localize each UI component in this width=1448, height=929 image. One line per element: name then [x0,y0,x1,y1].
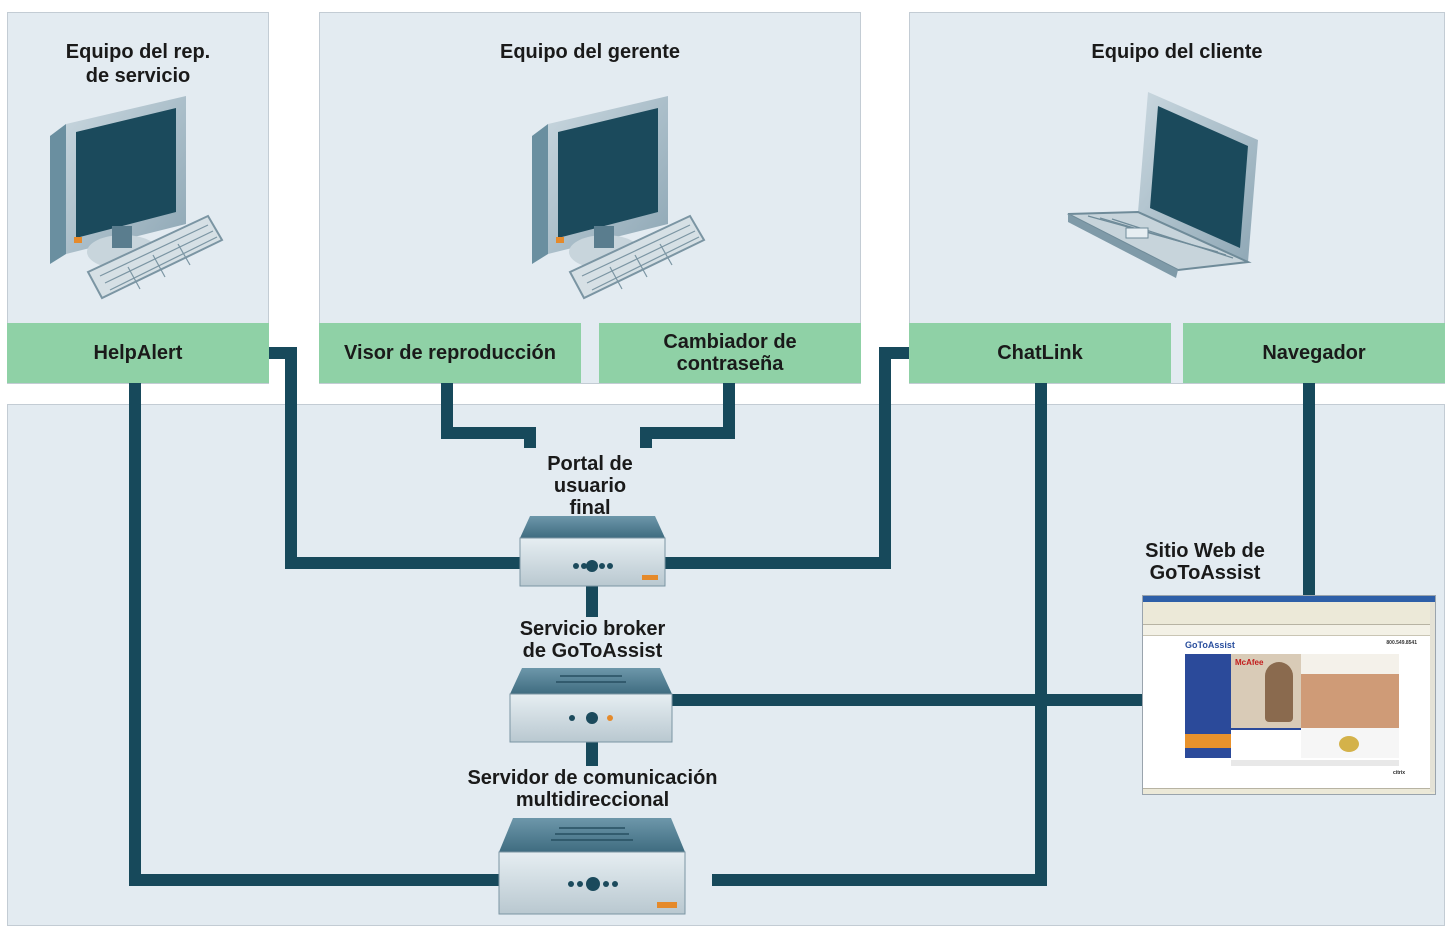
website-brand: McAfee [1235,658,1264,667]
panel-title-client: Equipo del cliente [1091,41,1263,63]
label-portal: Portal de usuario final [547,453,633,519]
component-chatlink: ChatLink [909,323,1171,383]
server-icon [519,516,666,587]
desktop-computer-icon [50,96,224,300]
label-comm: Servidor de comunicación multidirecciona… [467,767,718,811]
component-cambiador: Cambiador de contraseña [599,323,861,383]
desktop-computer-icon [532,96,706,300]
panel-title-rep: Equipo del rep. de servicio [65,41,211,87]
website-logo: GoToAssist [1185,640,1235,650]
line-visor-portal [441,383,536,448]
browser-screenshot-icon: GoToAssist 800.549.8541 McAfee citrix [1142,595,1436,795]
line-helpalert-comm [129,383,505,886]
label-broker: Servicio broker de GoToAssist [519,618,666,662]
server-icon [509,668,673,743]
line-chatlink-comm [712,383,1047,886]
component-helpalert: HelpAlert [7,323,269,383]
component-navegador: Navegador [1183,323,1445,383]
server-icon [498,818,686,915]
line-helpalert-portal [269,347,525,569]
connector-lines [129,347,1315,886]
panel-title-manager: Equipo del gerente [499,41,681,63]
line-chatlink-portal [660,347,909,569]
label-website: Sitio Web de GoToAssist [1145,540,1265,584]
website-phone: 800.549.8541 [1386,640,1417,646]
component-visor: Visor de reproducción [319,323,581,383]
laptop-icon [1067,92,1258,278]
website-citrix: citrix [1393,770,1405,776]
line-cambiador-portal [640,383,735,448]
